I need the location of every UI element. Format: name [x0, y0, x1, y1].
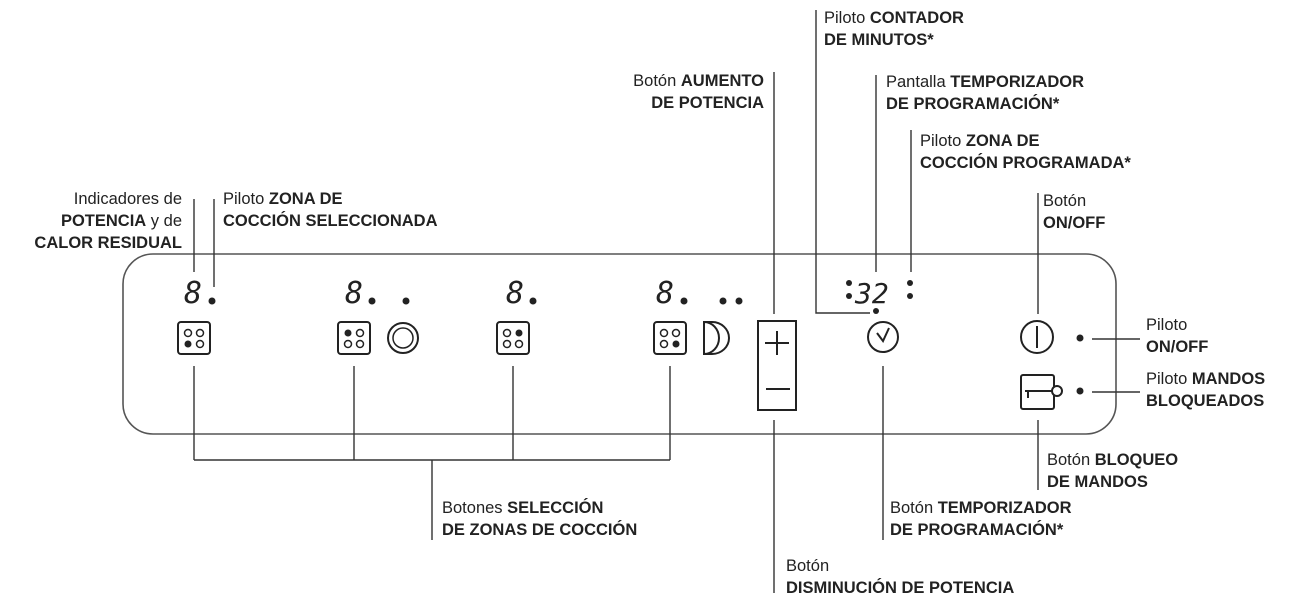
onoff-pilot	[1076, 334, 1084, 342]
zone-2-group: 8	[337, 276, 419, 355]
oval-zone-icon[interactable]	[703, 320, 730, 356]
label-power-indicators: Indicadores de POTENCIA y de CALOR RESID…	[34, 190, 182, 252]
timer-pilot-right-top	[907, 280, 913, 286]
power-display-2: 8	[345, 276, 363, 311]
power-display-1: 8	[184, 276, 202, 311]
power-display-3: 8	[506, 276, 524, 311]
zone-4-group: 8	[653, 276, 743, 356]
timer-pilot-left-top	[846, 280, 852, 286]
zone-selected-pilot-1	[208, 297, 216, 305]
timer-clock-icon[interactable]	[867, 321, 899, 353]
label-onoff-pilot: Piloto ON/OFF	[1146, 316, 1209, 356]
label-lock-button: Botón BLOQUEO DE MANDOS	[1047, 451, 1179, 491]
timer-group: 32	[846, 277, 913, 353]
zone-rear-right-icon[interactable]	[496, 321, 530, 355]
controls-locked-pilot	[1076, 387, 1084, 395]
zone-selected-pilot-2	[368, 297, 376, 305]
label-controls-locked-pilot: Piloto MANDOS BLOQUEADOS	[1146, 370, 1266, 410]
power-adjust-control	[757, 320, 797, 411]
extra-zone-pilot-4a	[719, 297, 727, 305]
label-power-up-button: Botón AUMENTO DE POTENCIA	[633, 72, 764, 112]
power-display-4: 8	[656, 276, 674, 311]
label-timer-button: Botón TEMPORIZADOR DE PROGRAMACIÓN*	[890, 499, 1072, 539]
power-adjust-frame	[757, 320, 797, 411]
timer-pilot-left-bottom	[846, 293, 852, 299]
timer-pilot-right-bottom	[907, 293, 913, 299]
zone-rear-left-icon[interactable]	[337, 321, 371, 355]
power-up-button[interactable]	[765, 331, 789, 355]
label-zone-select-buttons: Botones SELECCIÓN DE ZONAS DE COCCIÓN	[442, 499, 638, 539]
label-onoff-button: Botón ON/OFF	[1043, 192, 1106, 232]
minute-counter-pilot	[873, 308, 879, 314]
zone-front-left-icon[interactable]	[177, 321, 211, 355]
zone-selected-pilot-3	[529, 297, 537, 305]
zone-3-group: 8	[496, 276, 537, 355]
label-minute-counter-pilot: Piloto CONTADOR DE MINUTOS*	[824, 9, 964, 49]
timer-screen: 32	[854, 277, 889, 310]
label-power-down-button: Botón DISMINUCIÓN DE POTENCIA	[786, 557, 1015, 597]
label-programmed-zone-pilot: Piloto ZONA DE COCCIÓN PROGRAMADA*	[920, 132, 1131, 172]
key-lock-icon[interactable]	[1020, 374, 1063, 410]
leader-lines	[193, 10, 1140, 593]
power-icon[interactable]	[1020, 320, 1054, 354]
label-zone-selected-pilot: Piloto ZONA DE COCCIÓN SELECCIONADA	[223, 190, 438, 230]
extra-zone-pilot-4b	[735, 297, 743, 305]
control-panel-outline	[122, 253, 1117, 435]
zone-front-right-icon[interactable]	[653, 321, 687, 355]
zone-selected-pilot-4	[680, 297, 688, 305]
extra-zone-pilot-2	[402, 297, 410, 305]
zone-1-group: 8	[177, 276, 216, 355]
label-timer-screen: Pantalla TEMPORIZADOR DE PROGRAMACIÓN*	[886, 73, 1085, 113]
dual-circle-zone-icon[interactable]	[387, 322, 419, 354]
